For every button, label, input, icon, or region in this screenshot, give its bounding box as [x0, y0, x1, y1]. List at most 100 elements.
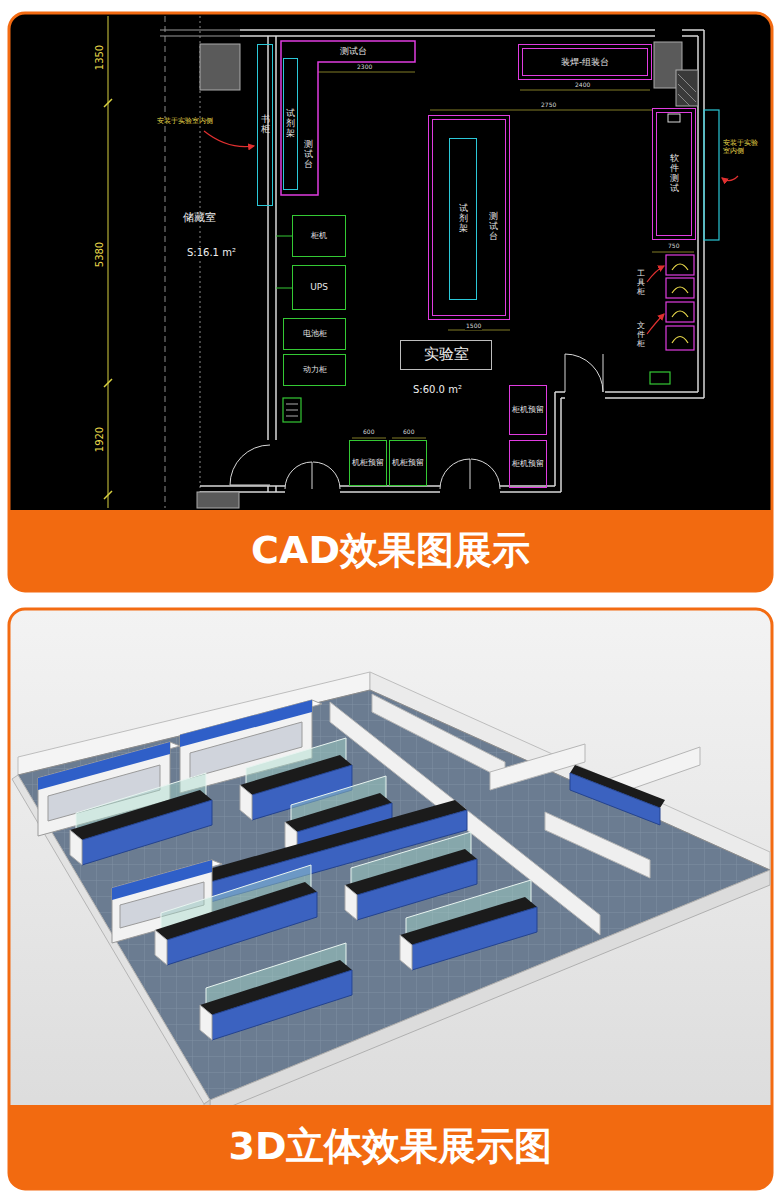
lab-bench: [82, 800, 212, 865]
caption-band: 3D立体效果展示图: [9, 1105, 772, 1189]
cad-drawing: [104, 16, 738, 508]
cad-drawing: [200, 44, 240, 90]
battery-cabinet: 电池柜: [283, 318, 346, 350]
node-text: 柜机预留: [512, 459, 544, 468]
dimension: 2750: [540, 102, 557, 109]
cad-drawing: [283, 398, 301, 422]
lab-bench: [412, 907, 537, 970]
cad-drawing: [268, 36, 276, 492]
l-outline: [280, 40, 416, 196]
install-note: 安装于实验室内侧: [722, 140, 764, 155]
lab-bench: [155, 865, 317, 965]
cad-drawing: [440, 459, 500, 489]
lab-bench: [400, 880, 537, 970]
cad-drawing: [286, 404, 298, 416]
cad-drawing: [160, 30, 240, 36]
dimension: 2300: [356, 64, 373, 71]
reserved-cabinet: 柜机预留: [509, 440, 547, 488]
lab-3d-render: [12, 672, 770, 1119]
node-text: 柜机预留: [512, 405, 544, 414]
dimension: 5380: [94, 241, 105, 268]
power-cabinet: 动力柜: [283, 354, 346, 386]
cad-drawing: [666, 326, 694, 350]
dimension: 750: [667, 243, 680, 250]
cad-drawing: [668, 114, 680, 122]
dimension: 1500: [465, 323, 482, 330]
cad-drawing: [722, 176, 738, 181]
cad-drawing: [197, 492, 239, 508]
lab-bench: [155, 930, 167, 965]
lab-bench: [167, 892, 317, 965]
cad-drawing: [647, 314, 664, 334]
dimension: 600: [402, 429, 415, 436]
dimension: 600: [362, 429, 375, 436]
reserved-rack: 机柜预留: [389, 440, 427, 486]
node-text: 装焊-组装台: [561, 57, 609, 67]
cad-drawing: [318, 72, 694, 438]
lab-3d-render: [210, 870, 770, 1115]
node-text: CAD效果图展示: [251, 529, 530, 573]
node-text: 测试台: [489, 212, 498, 242]
cad-drawing: [276, 236, 292, 288]
cad-drawing: [676, 70, 698, 106]
node-text: 3D立体效果展示图: [229, 1125, 553, 1169]
node-text: 软件测试: [670, 154, 679, 194]
lab-bench: [200, 943, 352, 1040]
node-text: 机柜预留: [352, 458, 384, 467]
cabinet-name: 工具柜: [636, 270, 646, 296]
lab-bench: [570, 765, 665, 825]
node-text: 实验室: [424, 346, 469, 363]
lab-bench: [200, 1005, 212, 1040]
dimension: 2400: [574, 82, 591, 89]
cad-drawing: [200, 486, 561, 492]
l-outline: [281, 41, 415, 195]
render-panel: [9, 609, 772, 1189]
reserved-cabinet: 柜机预留: [509, 385, 547, 435]
node-text: 动力柜: [303, 365, 327, 374]
cad-drawing: [285, 462, 340, 489]
cad-drawing: [672, 264, 688, 343]
ups-cabinet: UPS: [292, 265, 346, 310]
node-text: 机柜预留: [392, 458, 424, 467]
cad-drawing: [704, 110, 719, 240]
cad-drawing: [698, 30, 704, 398]
reagent-shelf: 试剂架: [449, 138, 477, 300]
cabinet-name: 文件柜: [636, 322, 646, 348]
lab-bench: [212, 970, 352, 1040]
node-text: 柜机: [311, 231, 327, 240]
cad-drawing: [108, 16, 109, 508]
cad-drawing: [555, 392, 704, 398]
cad-drawing: [672, 264, 688, 343]
cad-panel: [9, 13, 772, 591]
caption-band: CAD效果图展示: [9, 510, 772, 591]
cad-drawing: [678, 74, 696, 106]
cad-drawing: [666, 255, 694, 275]
cad-drawing: [240, 30, 704, 36]
node-text: 测试台: [304, 140, 313, 170]
node-text: UPS: [310, 282, 328, 292]
lab-bench: [400, 935, 412, 970]
room-name: 储藏室: [182, 212, 217, 224]
node-text: 电池柜: [303, 329, 327, 338]
room-title: 实验室: [400, 340, 492, 370]
dimension: 1350: [94, 44, 105, 71]
assembly-bench: 装焊-组装台: [518, 44, 652, 80]
dimension: 1920: [94, 426, 105, 453]
lab-3d-render: [372, 694, 505, 780]
cad-drawing: [666, 278, 694, 298]
lab-bench: [345, 885, 357, 920]
reserved-rack: 机柜预留: [349, 440, 387, 486]
reagent-shelf: 试剂架: [283, 58, 298, 190]
render-panel: [9, 609, 772, 1189]
cad-drawing: [666, 255, 694, 350]
cad-drawing: [555, 392, 561, 492]
node-text: 测试台: [340, 46, 367, 56]
room-area: S:60.0 m²: [412, 384, 463, 395]
lab-bench: [70, 773, 212, 865]
cad-drawing: [650, 372, 670, 384]
cabinet: 柜机: [292, 215, 346, 257]
node-text: 试剂架: [459, 204, 468, 234]
lab-3d-render: [545, 812, 650, 878]
